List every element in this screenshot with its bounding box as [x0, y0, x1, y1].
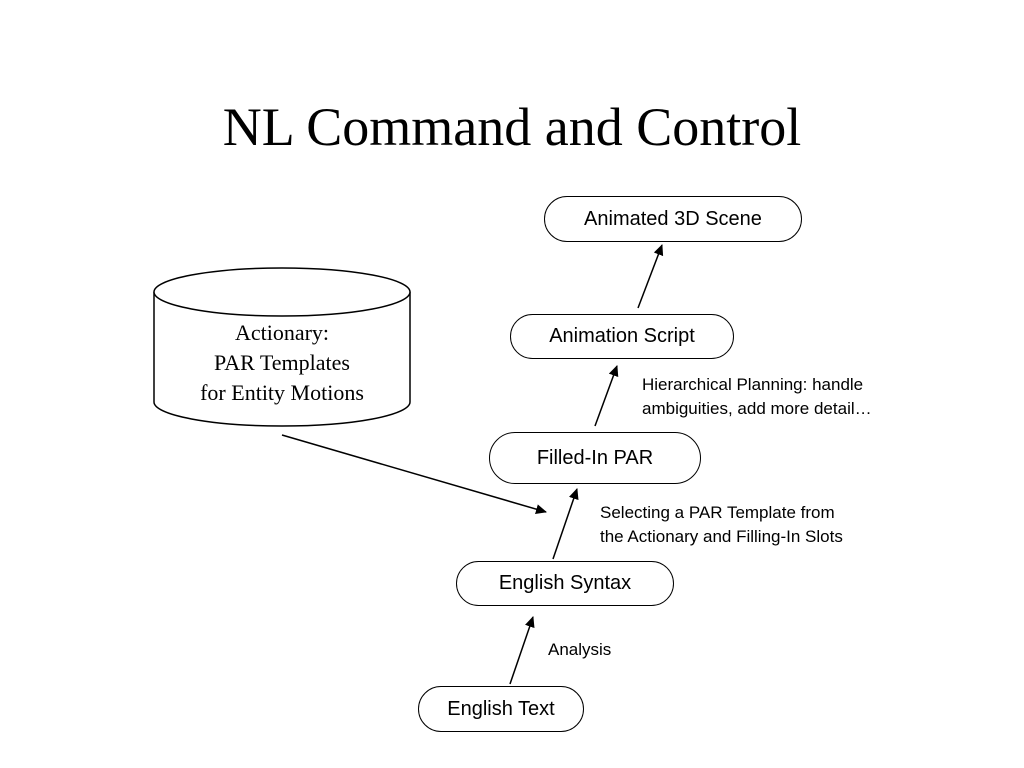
arrow-script-to-scene [637, 244, 664, 309]
database-label: Actionary: PAR Templates for Entity Moti… [154, 318, 410, 408]
arrow-database-to-par [281, 434, 547, 514]
database-line-3: for Entity Motions [200, 380, 364, 405]
database-line-1: Actionary: [234, 320, 330, 345]
note-planning-line-2: ambiguities, add more detail… [642, 399, 872, 418]
node-animation-script: Animation Script [510, 314, 734, 359]
database-line-2: PAR Templates [214, 350, 350, 375]
database-cylinder [153, 267, 411, 427]
note-selecting-line-1: Selecting a PAR Template from [600, 503, 835, 522]
arrow-syntax-to-par [552, 488, 579, 560]
arrow-par-to-script [594, 365, 619, 427]
slide-title: NL Command and Control [222, 97, 802, 157]
node-english-syntax: English Syntax [456, 561, 674, 606]
node-english-text: English Text [418, 686, 584, 732]
note-analysis: Analysis [548, 640, 612, 659]
node-animated-3d-scene: Animated 3D Scene [544, 196, 802, 242]
node-filled-in-par: Filled-In PAR [489, 432, 701, 484]
note-planning-line-1: Hierarchical Planning: handle [642, 375, 864, 394]
note-selecting-par-template: Selecting a PAR Template from the Action… [600, 501, 843, 549]
arrow-text-to-syntax [509, 616, 535, 685]
note-hierarchical-planning: Hierarchical Planning: handle ambiguitie… [642, 373, 872, 421]
note-selecting-line-2: the Actionary and Filling-In Slots [600, 527, 843, 546]
